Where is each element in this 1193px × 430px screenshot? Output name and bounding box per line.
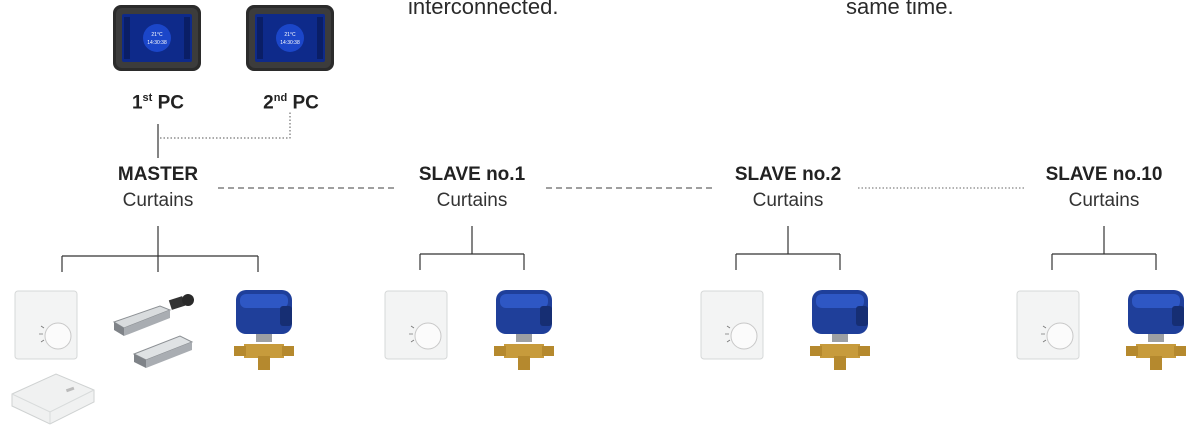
touch-panel-1-icon: 21°C 14:30:38 (113, 5, 201, 71)
valve-actuator-icon (1126, 290, 1186, 370)
valve-actuator-icon (494, 290, 554, 370)
node-master-name: MASTER (117, 164, 199, 185)
node-slave1-sub: Curtains (436, 190, 508, 211)
top-note-left: interconnected. (408, 0, 559, 19)
svg-text:21°C: 21°C (284, 32, 296, 38)
thermostat-icon (700, 290, 764, 360)
thermostat-icon (14, 290, 78, 360)
touch-panel-2-icon: 21°C 14:30:38 (246, 5, 334, 71)
thermostat-icon (1016, 290, 1080, 360)
window-contact-icon (112, 294, 194, 368)
node-slave2-name: SLAVE no.2 (734, 164, 842, 185)
valve-actuator-icon (234, 290, 294, 370)
svg-text:14:30:38: 14:30:38 (280, 40, 300, 46)
top-note-right: same time. (846, 0, 954, 19)
pc-label-2: 2nd PC (263, 92, 319, 114)
svg-text:14:30:38: 14:30:38 (147, 40, 167, 46)
thermostat-icon (384, 290, 448, 360)
node-slave1-name: SLAVE no.1 (418, 164, 526, 185)
node-slave10-sub: Curtains (1068, 190, 1140, 211)
pc-label-1: 1st PC (131, 92, 185, 114)
node-slave10-name: SLAVE no.10 (1045, 164, 1163, 185)
sensor-box-icon (11, 373, 95, 425)
svg-text:21°C: 21°C (151, 32, 163, 38)
valve-actuator-icon (810, 290, 870, 370)
node-slave2-sub: Curtains (752, 190, 824, 211)
node-master-sub: Curtains (122, 190, 194, 211)
